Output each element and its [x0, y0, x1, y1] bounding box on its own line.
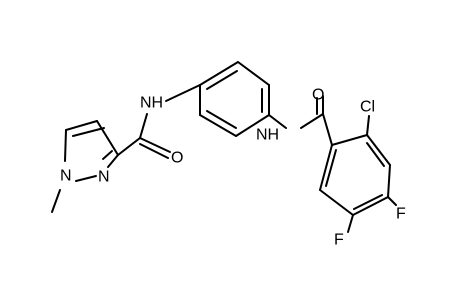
bond: [325, 149, 337, 187]
bond-lines: [51, 61, 397, 233]
bond: [117, 137, 141, 156]
bond: [51, 189, 61, 213]
bond: [107, 154, 119, 168]
atom-label-o-right: O: [312, 87, 324, 104]
bond: [199, 61, 239, 86]
bond: [300, 113, 324, 129]
bond: [139, 113, 148, 139]
bond: [72, 127, 105, 137]
bond: [387, 164, 391, 198]
atom-label-nh-left: NH: [140, 95, 163, 112]
bond: [347, 214, 354, 233]
bond: [331, 134, 368, 146]
bond: [319, 144, 333, 191]
bond: [352, 196, 389, 216]
bond: [139, 143, 169, 159]
bond: [387, 196, 397, 206]
atom-label-n-methyl: N: [60, 168, 72, 185]
bond: [235, 114, 270, 137]
bond: [96, 120, 119, 156]
bond: [206, 110, 237, 129]
bond: [366, 142, 385, 167]
bond: [322, 113, 333, 146]
bond: [139, 137, 171, 153]
bond: [102, 150, 113, 160]
atom-label-nh-right: NH: [256, 127, 279, 144]
bond: [366, 134, 391, 166]
atom-label-f-para: F: [396, 206, 406, 223]
bond: [319, 189, 354, 216]
atom-label-o-left: O: [171, 150, 183, 167]
bond: [199, 114, 237, 137]
atom-label-f-meta: F: [334, 232, 344, 249]
bond: [64, 129, 67, 162]
bond: [165, 84, 201, 102]
bond: [366, 115, 370, 136]
bond: [65, 120, 98, 131]
bond: [237, 61, 270, 86]
bond: [268, 114, 287, 129]
atom-label-n-pyrazole: N: [98, 169, 110, 186]
atom-labels: NH O N N NH O Cl F F: [60, 87, 406, 249]
atom-label-cl: Cl: [360, 99, 375, 116]
bond: [353, 194, 383, 210]
bond: [75, 175, 97, 182]
bond: [206, 70, 238, 90]
